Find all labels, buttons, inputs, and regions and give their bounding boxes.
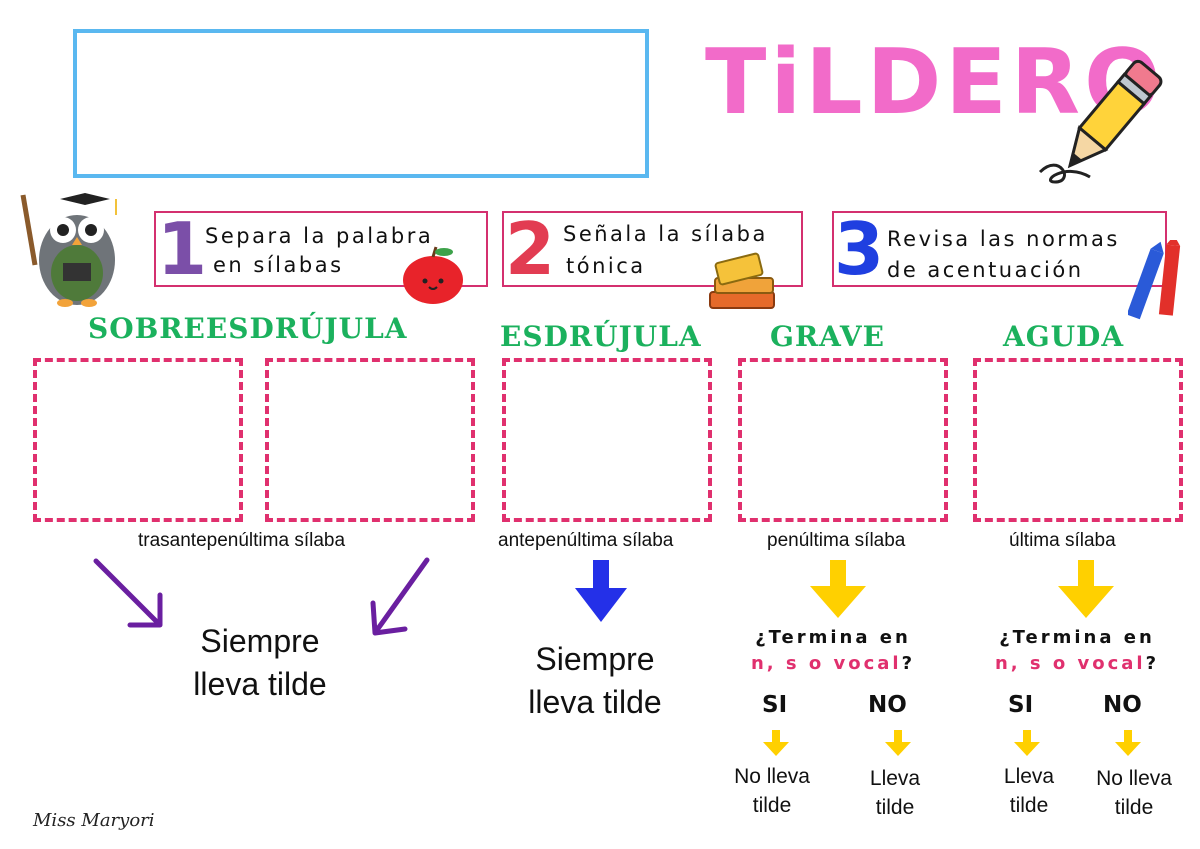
grave-box[interactable] [738,358,948,522]
yellow-small-arrow-icon [1014,730,1040,756]
result-line2: tilde [1114,796,1154,819]
page-title: TiLDERO [705,30,1165,135]
rule-line2: lleva tilde [528,684,662,720]
signature: Miss Maryori [33,810,155,831]
step-2-number: 2 [505,207,556,291]
grave-si: SI [762,692,788,718]
syllable-grave: penúltima sílaba [767,530,906,551]
purple-arrow-right-icon [370,557,430,636]
result-line1: No lleva [1096,767,1172,790]
aguda-box[interactable] [973,358,1183,522]
crayons-icon [1128,240,1181,320]
heading-sobreesdrujula: SOBREESDRÚJULA [88,312,408,345]
aguda-si-result: Lleva tilde [979,762,1079,820]
rule-line2: lleva tilde [193,666,327,702]
name-box[interactable] [73,29,649,178]
esdrujula-rule: Siempre lleva tilde [495,638,695,724]
owl-teacher-icon [20,193,117,307]
grave-no: NO [868,692,907,718]
grave-si-result: No lleva tilde [722,762,822,820]
step-1-line1: Separa la palabra [205,224,434,248]
step-1-line2: en sílabas [213,253,344,277]
apple-icon [403,246,463,304]
syllable-aguda: última sílaba [1009,530,1116,551]
question-mark: ? [901,653,916,674]
syllable-esdrujula: antepenúltima sílaba [498,530,674,551]
heading-aguda: AGUDA [1003,320,1125,353]
pencil-icon [1038,59,1163,184]
sobreesdrujula-box-2[interactable] [265,358,475,522]
result-line2: tilde [875,796,915,819]
step-3-number: 3 [834,207,885,291]
result-line1: Lleva [869,767,921,790]
grave-question: ¿Termina en n, s o vocal? [733,625,933,677]
esdrujula-box[interactable] [502,358,712,522]
aguda-no: NO [1103,692,1142,718]
step-1-number: 1 [157,207,208,291]
rule-line1: Siempre [535,641,655,677]
purple-arrow-left-icon [93,558,163,628]
result-line1: No lleva [734,765,810,788]
step-2-line2: tónica [566,254,646,278]
step-2-box [502,211,803,287]
heading-grave: GRAVE [770,320,885,353]
sobreesdrujula-box-1[interactable] [33,358,243,522]
grave-no-result: Lleva tilde [845,764,945,822]
aguda-si: SI [1008,692,1034,718]
yellow-small-arrow-icon [885,730,911,756]
blue-arrow-down-icon [575,560,627,622]
sobreesdrujula-rule: Siempre lleva tilde [160,620,360,706]
step-2-line1: Señala la sílaba [563,222,768,246]
heading-esdrujula: ESDRÚJULA [500,320,702,353]
step-3-line2: de acentuación [887,258,1084,282]
rule-line1: Siempre [200,623,320,659]
syllable-sobreesdrujula: trasantepenúltima sílaba [138,530,346,551]
aguda-question: ¿Termina en n, s o vocal? [977,625,1177,677]
yellow-arrow-aguda-icon [1058,560,1114,618]
yellow-small-arrow-icon [763,730,789,756]
question-highlight: n, s o vocal [750,653,902,674]
question-highlight: n, s o vocal [994,653,1146,674]
yellow-small-arrow-icon [1115,730,1141,756]
aguda-no-result: No lleva tilde [1079,764,1189,822]
result-line2: tilde [752,794,792,817]
result-line1: Lleva [1003,765,1055,788]
books-icon [709,252,775,309]
yellow-arrow-grave-icon [810,560,866,618]
question-mark: ? [1145,653,1160,674]
result-line2: tilde [1009,794,1049,817]
step-1-box [154,211,488,287]
question-line1: ¿Termina en [755,627,911,648]
step-3-line1: Revisa las normas [887,227,1120,251]
question-line1: ¿Termina en [999,627,1155,648]
